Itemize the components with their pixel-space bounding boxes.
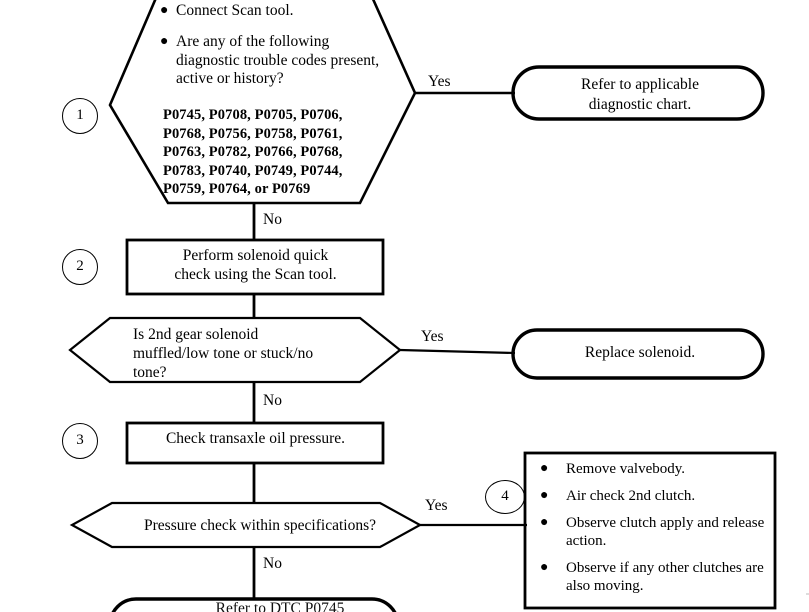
step-marker-1: 1 [62,98,98,134]
terminator2-label: Replace solenoid. [584,344,696,361]
decision1-bullet-list: ● Connect Scan tool. ● Are any of the fo… [160,2,390,101]
process2-line1: Perform solenoid quick [182,247,329,264]
connector-yes-2 [399,348,516,355]
edge-label-yes-1: Yes [428,73,451,90]
decision2-line1: Is 2nd gear solenoid [133,326,259,343]
process2-label: Perform solenoid quick check using the S… [133,246,378,285]
bullet-icon: ● [160,3,169,18]
decision1-bullet-2: Are any of the following diagnostic trou… [176,33,380,87]
bullet-icon: ● [160,34,169,50]
terminator-replace-solenoid [511,328,765,380]
decision-hexagon-2 [68,316,402,384]
list-item: ● Remove valvebody. [540,460,768,478]
decision3-label: Pressure check within specifications? [144,517,376,534]
step4-bullet-list: ● Remove valvebody. ● Air check 2nd clut… [540,460,768,604]
step4-item-3: Observe clutch apply and release action. [566,515,765,549]
terminator1-line1: Refer to applicable [581,76,699,93]
edge-label-no-3: No [263,555,282,572]
decision-hexagon-3 [69,501,423,549]
step4-item-2: Air check 2nd clutch. [566,488,696,504]
decision2-line3: tone? [133,364,167,382]
process2-line2: check using the Scan tool. [174,266,337,284]
decision-hexagon-1 [108,0,417,205]
edge-label-no-2: No [263,392,282,409]
list-item: ● Air check 2nd clutch. [540,487,768,505]
step-marker-3: 3 [62,423,98,459]
step4-item-4: Observe if any other clutches are also m… [566,560,764,594]
step4-item-1: Remove valvebody. [566,461,685,477]
bullet-icon: ● [540,461,549,476]
decision1-bullet-1: Connect Scan tool. [176,2,294,19]
terminator-refer-diagnostic-chart [511,65,765,121]
step-marker-4: 4 [485,480,525,514]
process3-label: Check transaxle oil pressure. [165,430,346,447]
decision2-label: Is 2nd gear solenoid muffled/low tone or… [133,325,383,383]
edge-label-yes-3: Yes [425,497,448,514]
decision2-line2: muffled/low tone or stuck/no [133,345,314,363]
list-item: ● Observe clutch apply and release actio… [540,514,768,550]
decision1-dtc-codes: P0745, P0708, P0705, P0706, P0768, P0756… [163,107,343,198]
list-item: ● Observe if any other clutches are also… [540,559,768,595]
terminator1-line2: diagnostic chart. [588,95,692,113]
edge-label-no-1: No [263,211,282,228]
list-item: ● Are any of the following diagnostic tr… [160,33,390,88]
terminator-bottom-partial [111,597,397,612]
bottom-terminator-label: Refer to DTC P0745 [215,600,345,612]
edge-label-yes-2: Yes [421,328,444,345]
step-marker-2: 2 [62,249,98,285]
list-item: ● Connect Scan tool. [160,2,390,20]
bullet-icon: ● [540,560,549,575]
bullet-icon: ● [540,515,549,530]
terminator1-label: Refer to applicable diagnostic chart. [530,75,750,114]
step4-action-box [523,451,777,610]
bullet-icon: ● [540,488,549,503]
